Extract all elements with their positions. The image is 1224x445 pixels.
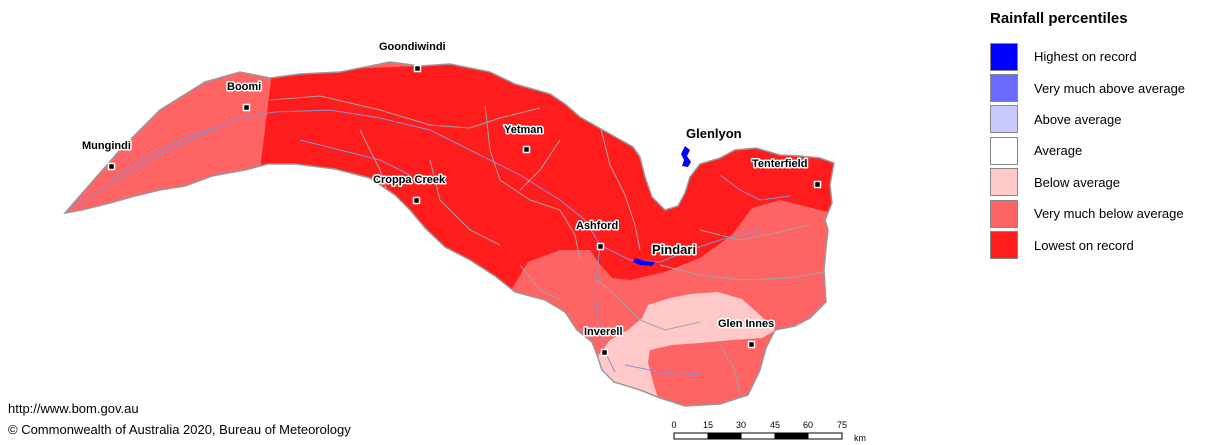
legend-swatch: [990, 42, 1018, 71]
catchment-boundary: [63, 61, 835, 407]
legend-label: Very much below average: [1034, 206, 1184, 222]
rivers: [69, 109, 791, 376]
legend-label: Highest on record: [1034, 49, 1137, 65]
scale-segment: [807, 432, 843, 440]
subcatchment-line: [484, 104, 581, 261]
subcatchment-line: [269, 95, 541, 129]
legend-label: Lowest on record: [1034, 237, 1134, 253]
scale-segment: [707, 432, 742, 440]
town-marker: [413, 64, 422, 73]
scale-tick-label: 30: [736, 420, 746, 430]
town-marker: [522, 145, 531, 154]
town-croppa-creek[interactable]: Croppa Creek: [372, 173, 448, 205]
legend-label: Average: [1034, 143, 1083, 159]
town-label: Inverell: [584, 326, 623, 338]
legend-swatch: [990, 168, 1018, 197]
dam-label-glenlyon: Glenlyon: [686, 126, 742, 141]
town-label: Boomi: [227, 81, 261, 93]
town-label: Glen Innes: [718, 318, 774, 330]
town-marker: [107, 162, 116, 171]
legend-item-very-much-below-average: Very much below average: [990, 198, 1185, 229]
legend-swatch: [990, 74, 1018, 103]
subcatchment-line: [519, 139, 561, 191]
legend-label: Above average: [1034, 111, 1122, 127]
town-marker: [747, 340, 756, 349]
river-line: [719, 174, 791, 201]
river-line: [624, 364, 701, 376]
town-mungindi[interactable]: Mungindi: [81, 139, 132, 171]
subcatchment-line: [597, 279, 701, 331]
river-line: [299, 139, 411, 176]
town-yetman[interactable]: Yetman: [503, 123, 545, 154]
credits: http://www.bom.gov.au © Commonwealth of …: [8, 398, 351, 440]
town-label: Croppa Creek: [373, 174, 446, 186]
river-line: [109, 127, 216, 181]
town-label: Tenterfield: [752, 158, 807, 170]
town-inverell[interactable]: Inverell: [583, 325, 624, 357]
town-boomi[interactable]: Boomi: [226, 80, 263, 112]
glenlyon-dam-water: [681, 146, 691, 167]
subcatchment-line: [659, 264, 826, 281]
scale-segment: [673, 432, 709, 440]
legend-swatch: [990, 231, 1018, 260]
river-line: [594, 244, 616, 373]
town-marker: [242, 103, 251, 112]
legend-title: Rainfall percentiles: [990, 10, 1128, 27]
legend: Rainfall percentiles Highest on record V…: [990, 10, 1185, 261]
subcatchment-lines: [269, 95, 826, 396]
legend-swatch: [990, 136, 1018, 165]
town-label: Goondiwindi: [379, 41, 446, 53]
river-line: [379, 117, 761, 263]
town-marker: [600, 348, 609, 357]
credits-copyright: © Commonwealth of Australia 2020, Bureau…: [8, 422, 351, 437]
pindari-dam-water: [633, 258, 655, 266]
scale-tick-label: 60: [803, 420, 813, 430]
legend-swatch: [990, 199, 1018, 228]
subcatchment-line: [429, 159, 501, 246]
legend-item-very-much-above-average: Very much above average: [990, 72, 1185, 103]
dam-label-pindari: Pindari: [652, 242, 696, 257]
town-glen-innes[interactable]: Glen Innes: [717, 317, 776, 349]
town-label: Mungindi: [82, 140, 131, 152]
scale-tick-label: 45: [770, 420, 780, 430]
town-marker: [596, 242, 605, 251]
town-ashford[interactable]: Ashford: [575, 219, 620, 251]
zone-below-average: [596, 292, 776, 398]
subcatchment-line: [599, 124, 641, 251]
legend-item-average: Average: [990, 135, 1185, 166]
town-marker: [813, 180, 822, 189]
town-goondiwindi[interactable]: Goondiwindi: [378, 40, 447, 73]
river-line: [69, 109, 381, 209]
subcatchment-line: [699, 224, 811, 241]
town-label: Yetman: [504, 124, 543, 136]
legend-item-below-average: Below average: [990, 167, 1185, 198]
legend-item-lowest-on-record: Lowest on record: [990, 229, 1185, 260]
scale-bar: 0 15 30 45 60 75 km: [671, 420, 866, 443]
legend-label: Very much above average: [1034, 80, 1186, 96]
legend-label: Below average: [1034, 174, 1120, 190]
legend-item-highest-on-record: Highest on record: [990, 41, 1185, 72]
town-tenterfield[interactable]: Tenterfield: [751, 157, 822, 189]
scale-tick-label: 0: [671, 420, 676, 430]
subcatchment-line: [519, 264, 561, 301]
scale-unit: km: [854, 433, 866, 443]
scale-tick-label: 15: [703, 420, 713, 430]
scale-segment: [774, 432, 809, 440]
town-label: Ashford: [576, 220, 618, 232]
scale-segment: [740, 432, 776, 440]
subcatchment-line: [719, 344, 741, 396]
credits-url[interactable]: http://www.bom.gov.au: [8, 401, 139, 416]
legend-item-above-average: Above average: [990, 104, 1185, 135]
legend-swatch: [990, 105, 1018, 134]
town-marker: [412, 196, 421, 205]
scale-tick-label: 75: [837, 420, 847, 430]
